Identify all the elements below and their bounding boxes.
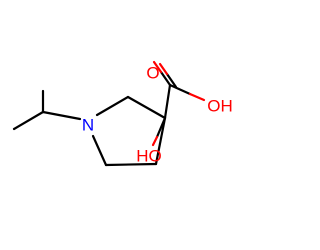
- bond-carboxyl-oh-black: [168, 83, 192, 96]
- bond-quaternary-carboxyl: [163, 83, 172, 120]
- molecule-drawing: N O OH HO: [12, 60, 233, 167]
- carbonyl-oxygen-label: O: [146, 64, 159, 83]
- bond-carbonyl-inner-black: [165, 72, 178, 89]
- bond-n-ch2-upper: [95, 95, 130, 117]
- bond-carboxyl-oh-red: [188, 92, 206, 102]
- bond-quaternary-oh-red: [151, 135, 159, 147]
- bond-ch2-ch2: [104, 162, 158, 167]
- structure-diagram: N O OH HO: [12, 60, 233, 167]
- bond-methyl-left: [12, 110, 45, 131]
- bond-isopropyl-n: [41, 110, 82, 121]
- ring-hydroxyl-label: HO: [136, 147, 162, 166]
- nitrogen-atom-label: N: [82, 116, 94, 135]
- bond-ch2-n-lower: [91, 134, 108, 167]
- bond-carbonyl-outer-red: [152, 60, 163, 74]
- bond-carbonyl-outer-black: [159, 70, 172, 87]
- bond-ch2-quaternary: [126, 95, 167, 120]
- bond-quaternary-ch2: [154, 116, 167, 166]
- acid-hydroxyl-label: OH: [207, 97, 233, 116]
- bond-carbonyl-inner-red: [158, 62, 169, 76]
- bond-quaternary-oh-black: [155, 116, 167, 139]
